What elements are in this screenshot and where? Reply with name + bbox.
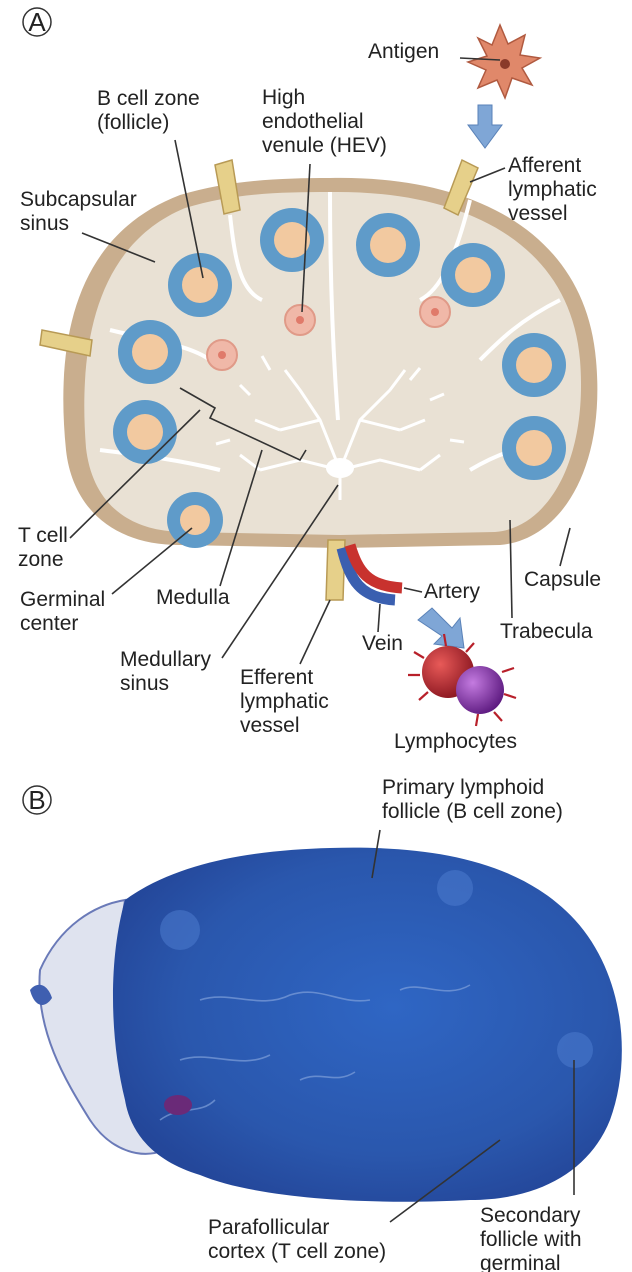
germinal-core	[370, 227, 406, 263]
label-germinal-center-1: Germinal	[20, 588, 105, 611]
label-secondary-follicle-3: germinal	[480, 1252, 561, 1272]
germinal-core	[455, 257, 491, 293]
label-artery: Artery	[424, 580, 481, 603]
label-primary-follicle-1: Primary lymphoid	[382, 776, 544, 799]
label-vein: Vein	[362, 632, 403, 655]
panel-a-letter: A	[28, 7, 46, 37]
label-t-cell-zone-2: zone	[18, 548, 64, 571]
label-parafollicular-2: cortex (T cell zone)	[208, 1240, 386, 1263]
label-hev-1: High	[262, 86, 305, 109]
label-afferent-1: Afferent	[508, 154, 581, 177]
germinal-core	[516, 430, 552, 466]
lymphocyte-purple	[456, 666, 504, 714]
leader-efferent	[300, 600, 330, 664]
panel-b: B Primary lymphoid follicle (B cell zone…	[23, 776, 622, 1272]
label-antigen: Antigen	[368, 40, 439, 63]
label-afferent-3: vessel	[508, 202, 568, 225]
label-subcapsular-2: sinus	[20, 212, 69, 235]
label-subcapsular-1: Subcapsular	[20, 188, 137, 211]
germinal-core	[182, 267, 218, 303]
label-medullary-sinus-2: sinus	[120, 672, 169, 695]
hev-lumen	[296, 316, 304, 324]
label-primary-follicle-2: follicle (B cell zone)	[382, 800, 563, 823]
purple-spot	[164, 1095, 192, 1115]
leader-capsule	[560, 528, 570, 566]
panel-b-letter: B	[28, 785, 45, 815]
leader-vein	[378, 604, 380, 632]
label-secondary-follicle-2: follicle with	[480, 1228, 582, 1251]
label-efferent-1: Efferent	[240, 666, 313, 689]
label-afferent-2: lymphatic	[508, 178, 597, 201]
label-b-cell-zone-2: (follicle)	[97, 111, 169, 134]
antigen-cell	[468, 25, 540, 98]
arrow-up-left-icon	[418, 608, 464, 648]
germinal-core	[180, 505, 210, 535]
label-efferent-2: lymphatic	[240, 690, 329, 713]
label-medullary-sinus-1: Medullary	[120, 648, 212, 671]
antigen-nucleus	[500, 59, 510, 69]
hev-lumen	[218, 351, 226, 359]
label-medulla: Medulla	[156, 586, 230, 609]
label-hev-2: endothelial	[262, 110, 364, 133]
germinal-core	[132, 334, 168, 370]
lymph-node-section	[113, 848, 622, 1202]
label-lymphocytes: Lymphocytes	[394, 730, 517, 753]
label-efferent-3: vessel	[240, 714, 300, 737]
germinal-core	[127, 414, 163, 450]
panel-a: A	[18, 7, 601, 753]
label-secondary-follicle-1: Secondary	[480, 1204, 581, 1227]
label-b-cell-zone-1: B cell zone	[97, 87, 200, 110]
label-trabecula: Trabecula	[500, 620, 593, 643]
label-capsule: Capsule	[524, 568, 601, 591]
hev-lumen	[431, 308, 439, 316]
arrow-down-icon	[468, 105, 502, 148]
germinal-core	[516, 347, 552, 383]
label-t-cell-zone-1: T cell	[18, 524, 68, 547]
label-parafollicular-1: Parafollicular	[208, 1216, 329, 1239]
label-germinal-center-2: center	[20, 612, 78, 635]
leader-artery	[404, 588, 422, 592]
label-hev-3: venule (HEV)	[262, 134, 387, 157]
medulla-hilum	[326, 458, 354, 478]
